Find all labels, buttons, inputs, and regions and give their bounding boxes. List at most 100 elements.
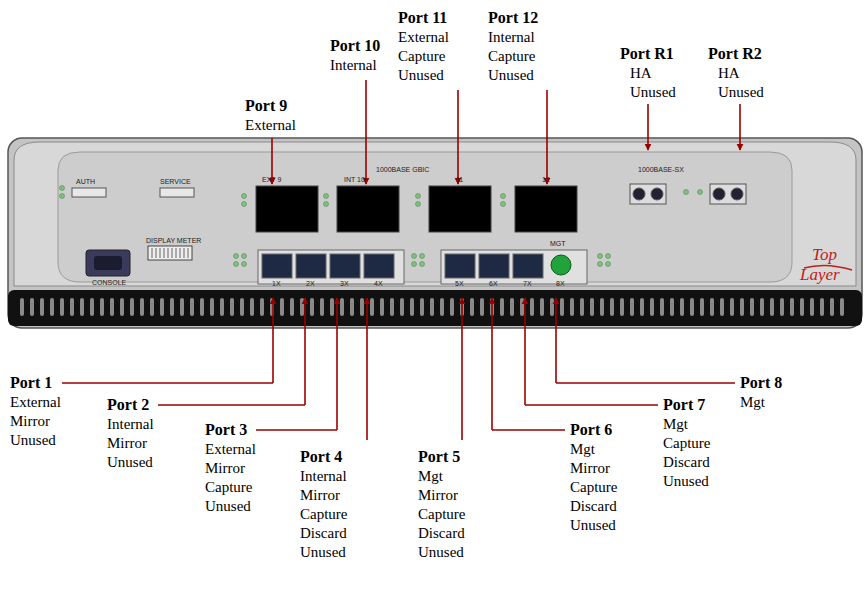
vent-slot xyxy=(310,298,314,316)
vent-slot xyxy=(730,298,734,316)
callout-role: Mgt xyxy=(740,393,765,412)
vent-slot xyxy=(510,298,514,316)
callout-title: Port 11 xyxy=(398,8,447,27)
vent-slot xyxy=(210,298,214,316)
vent-slot xyxy=(800,298,804,316)
panel-label: AUTH xyxy=(76,178,95,186)
vent-slot xyxy=(570,298,574,316)
callout-role: Mgt Mirror Capture Discard Unused xyxy=(570,440,617,535)
display-meter xyxy=(148,246,192,260)
vent-slot xyxy=(160,298,164,316)
vent-slot xyxy=(590,298,594,316)
vent-slot xyxy=(680,298,684,316)
callout-title: Port 8 xyxy=(740,373,782,392)
vent-slot xyxy=(170,298,174,316)
callout-title: Port 5 xyxy=(418,447,460,466)
port-label: 2X xyxy=(306,280,315,288)
vent-slot xyxy=(340,298,344,316)
vent-slot xyxy=(560,298,564,316)
vent-slot xyxy=(130,298,134,316)
vent-slot xyxy=(650,298,654,316)
vent-slot xyxy=(630,298,634,316)
callout-title: Port 1 xyxy=(10,373,52,392)
vent-slot xyxy=(480,298,484,316)
port-label: MGT xyxy=(550,240,566,248)
vent-slot xyxy=(180,298,184,316)
vent-slot xyxy=(150,298,154,316)
vent-slot xyxy=(450,298,454,316)
console-port xyxy=(86,250,130,276)
vent-slot xyxy=(740,298,744,316)
vent-slot xyxy=(390,298,394,316)
callout-title: Port 7 xyxy=(663,395,705,414)
callout-role: HA Unused xyxy=(718,64,764,102)
callout-role: Mgt Mirror Capture Discard Unused xyxy=(418,467,465,562)
vent-slot xyxy=(60,298,64,316)
brand-logo: Top xyxy=(812,246,837,263)
callout-role: Internal xyxy=(330,56,377,75)
vent-slot xyxy=(220,298,224,316)
vent-slot xyxy=(810,298,814,316)
callout-role: External Mirror Unused xyxy=(10,393,61,450)
callout-title: Port 10 xyxy=(330,36,380,55)
vent-slot xyxy=(260,298,264,316)
vent-slot xyxy=(750,298,754,316)
vent-slot xyxy=(360,298,364,316)
callout-role: Internal Mirror Capture Discard Unused xyxy=(300,467,347,562)
callout-role: Internal Mirror Unused xyxy=(107,415,154,472)
vent-slot xyxy=(400,298,404,316)
vent-slot xyxy=(840,298,844,316)
vent-slot xyxy=(540,298,544,316)
callout-title: Port R2 xyxy=(708,44,762,63)
vent-slot xyxy=(440,298,444,316)
callout-role: HA Unused xyxy=(630,64,676,102)
vent-slot xyxy=(330,298,334,316)
vent-slot xyxy=(30,298,34,316)
vent-slot xyxy=(720,298,724,316)
port-label: 11 xyxy=(456,176,463,184)
callout-title: Port 12 xyxy=(488,8,538,27)
rj45-ports xyxy=(258,250,587,284)
fiber-ports xyxy=(630,184,746,204)
vent-slot xyxy=(660,298,664,316)
vent-slot xyxy=(700,298,704,316)
vent-slot xyxy=(280,298,284,316)
callout-role: External Capture Unused xyxy=(398,28,449,85)
port-label: 7X xyxy=(523,280,532,288)
vent-slot xyxy=(290,298,294,316)
vent-slot xyxy=(600,298,604,316)
vent-slot xyxy=(790,298,794,316)
vent-slot xyxy=(820,298,824,316)
vent-slot xyxy=(20,298,24,316)
vent-slot xyxy=(710,298,714,316)
port-label: INT 10 xyxy=(344,176,365,184)
vent-slot xyxy=(670,298,674,316)
vent-slot xyxy=(90,298,94,316)
callout-title: Port 2 xyxy=(107,395,149,414)
buttons xyxy=(72,188,194,197)
vent-slot xyxy=(190,298,194,316)
vent-slot xyxy=(530,298,534,316)
leader-arrows xyxy=(62,80,740,440)
callout-role: Internal Capture Unused xyxy=(488,28,535,85)
vent-slot xyxy=(320,298,324,316)
vent-slot xyxy=(80,298,84,316)
chassis xyxy=(8,138,862,328)
callout-title: Port 3 xyxy=(205,420,247,439)
port-label: 8X xyxy=(556,280,565,288)
vent-slot xyxy=(470,298,474,316)
vent-slot xyxy=(760,298,764,316)
gbic-ports xyxy=(256,186,577,232)
callout-role: External xyxy=(245,116,296,135)
callout-title: Port 9 xyxy=(245,96,287,115)
vent-slot xyxy=(110,298,114,316)
status-leds xyxy=(60,186,703,267)
vent-slot xyxy=(770,298,774,316)
port-label: 5X xyxy=(455,280,464,288)
vent-slot xyxy=(640,298,644,316)
vent-slot xyxy=(120,298,124,316)
vent-slot xyxy=(100,298,104,316)
vent-slot xyxy=(430,298,434,316)
